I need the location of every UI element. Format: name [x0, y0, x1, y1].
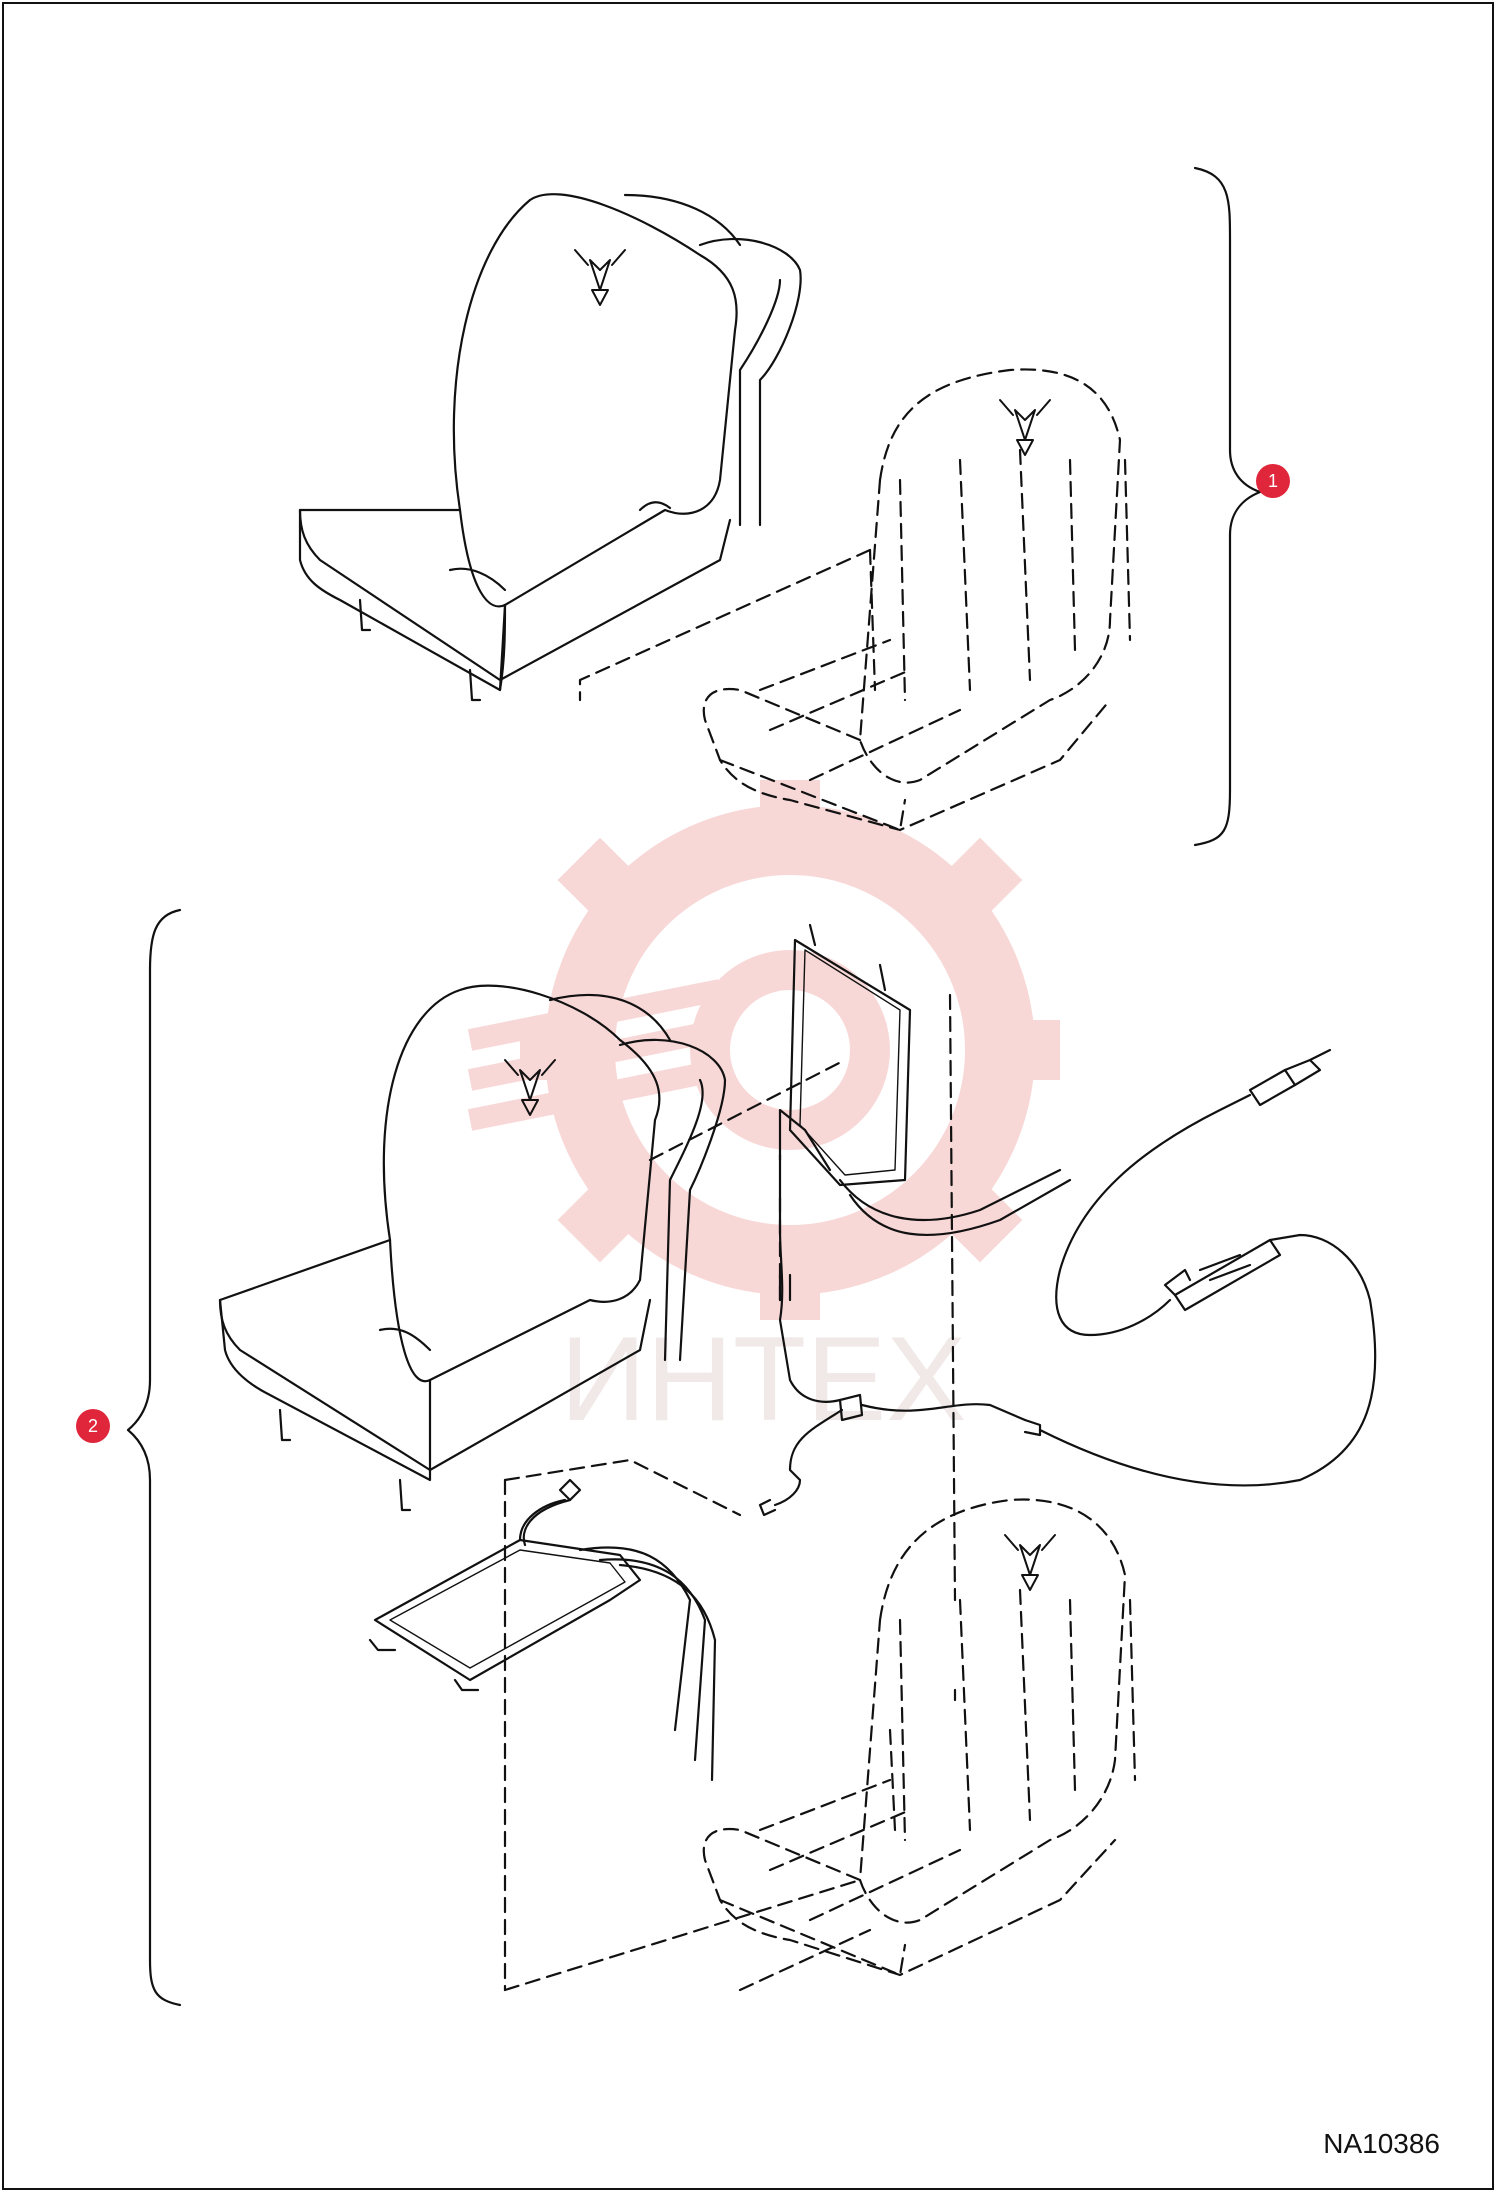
- bracket-1: [1193, 166, 1262, 847]
- callout-1: 1: [1256, 464, 1290, 498]
- watermark-text: ИНТЕХ: [560, 1312, 966, 1446]
- bracket-2: [126, 908, 182, 2007]
- seat-cover-middle: [218, 984, 727, 1512]
- callout-2: 2: [76, 1409, 110, 1443]
- heater-pad-seat: [368, 1498, 717, 1782]
- heater-pad-back: [778, 923, 1072, 1236]
- watermark: ИНТЕХ: [467, 780, 1060, 1446]
- guide-lines: [503, 993, 957, 1992]
- drawing-id: NA10386: [1323, 2128, 1440, 2159]
- seat-top-dashed: [578, 368, 1132, 832]
- logo-icon: [999, 399, 1056, 1591]
- seat-cover-top: [298, 193, 802, 702]
- wiring-harness: [522, 1048, 1377, 1547]
- seat-bottom-dashed: [702, 1498, 1137, 1992]
